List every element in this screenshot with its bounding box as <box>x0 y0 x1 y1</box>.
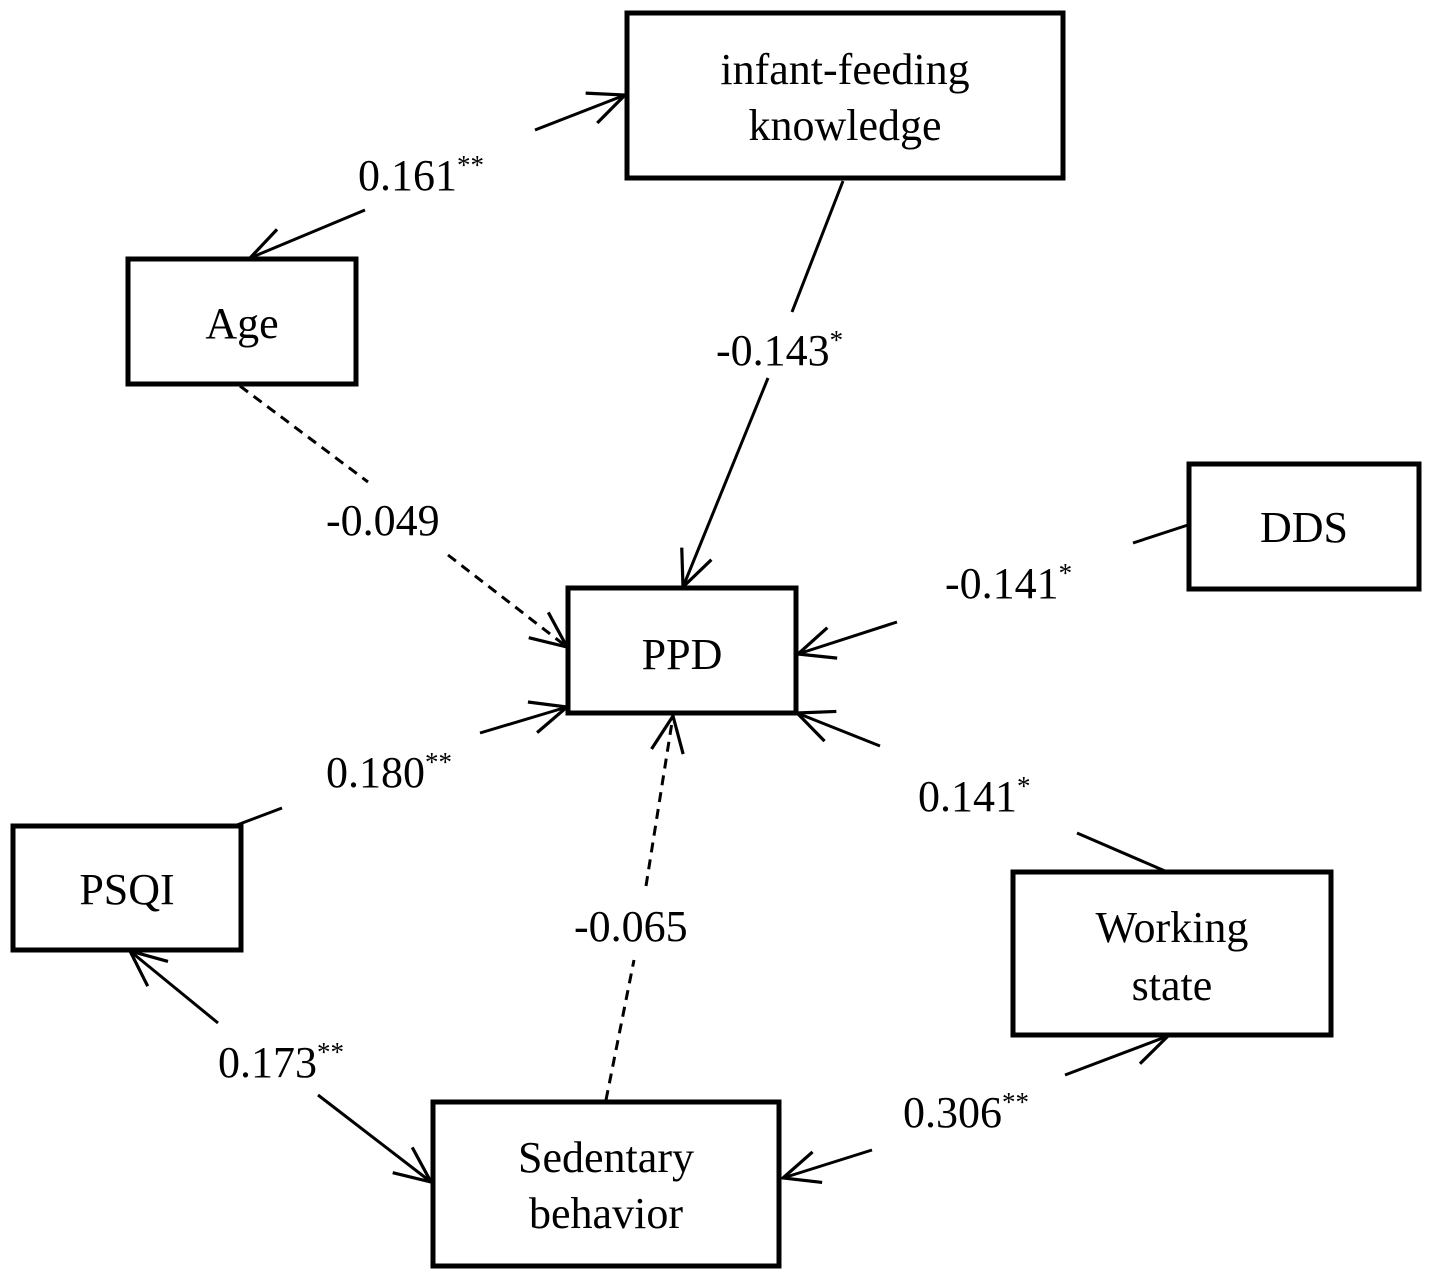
edge-sedentary-ppd: -0.065 <box>574 716 688 1101</box>
node-label-line: PPD <box>642 630 723 679</box>
node-dds: DDS <box>1186 461 1422 592</box>
edge-infant-feeding-ppd: -0.143* <box>683 180 845 587</box>
node-label-line: PSQI <box>79 865 174 914</box>
node-psqi: PSQI <box>10 823 244 953</box>
node-label-line: behavior <box>529 1189 683 1238</box>
node-infant-feeding-knowledge: infant-feeding knowledge <box>624 10 1066 181</box>
node-label-line: Working <box>1096 903 1249 952</box>
edge-working-state-ppd: 0.141* <box>797 713 1166 873</box>
node-label-line: Sedentary <box>518 1133 694 1182</box>
edge-label-psqi-ppd: 0.180** <box>326 747 452 797</box>
edge-label-age-ppd: -0.049 <box>326 496 440 545</box>
edge-age-ppd: -0.049 <box>239 384 567 647</box>
edge-age-infant-feeding: 0.161** <box>250 95 625 258</box>
node-label-line: knowledge <box>748 101 941 150</box>
edge-label-dds-ppd: -0.141* <box>945 558 1072 608</box>
node-label-line: infant-feeding <box>720 45 969 94</box>
edge-label-working-state-ppd: 0.141* <box>918 771 1031 821</box>
edge-label-infant-feeding-ppd: -0.143* <box>716 325 843 375</box>
edge-psqi-sedentary: 0.173** <box>130 951 431 1182</box>
edge-label-psqi-sedentary: 0.173** <box>218 1037 344 1087</box>
node-age: Age <box>125 256 359 387</box>
edge-psqi-ppd: 0.180** <box>236 707 567 827</box>
edge-dds-ppd: -0.141* <box>798 523 1189 654</box>
node-working-state: Working state <box>1010 869 1334 1038</box>
node-label-line: state <box>1132 961 1213 1010</box>
node-label-line: DDS <box>1260 503 1348 552</box>
node-sedentary-behavior: Sedentary behavior <box>430 1099 782 1269</box>
edge-sedentary-working-state: 0.306** <box>783 1036 1168 1178</box>
edge-label-sedentary-ppd: -0.065 <box>574 902 688 951</box>
edge-label-age-infant-feeding: 0.161** <box>358 150 484 200</box>
node-ppd: PPD <box>565 585 799 716</box>
node-label-line: Age <box>205 299 278 348</box>
edge-label-sedentary-working-state: 0.306** <box>903 1087 1029 1137</box>
